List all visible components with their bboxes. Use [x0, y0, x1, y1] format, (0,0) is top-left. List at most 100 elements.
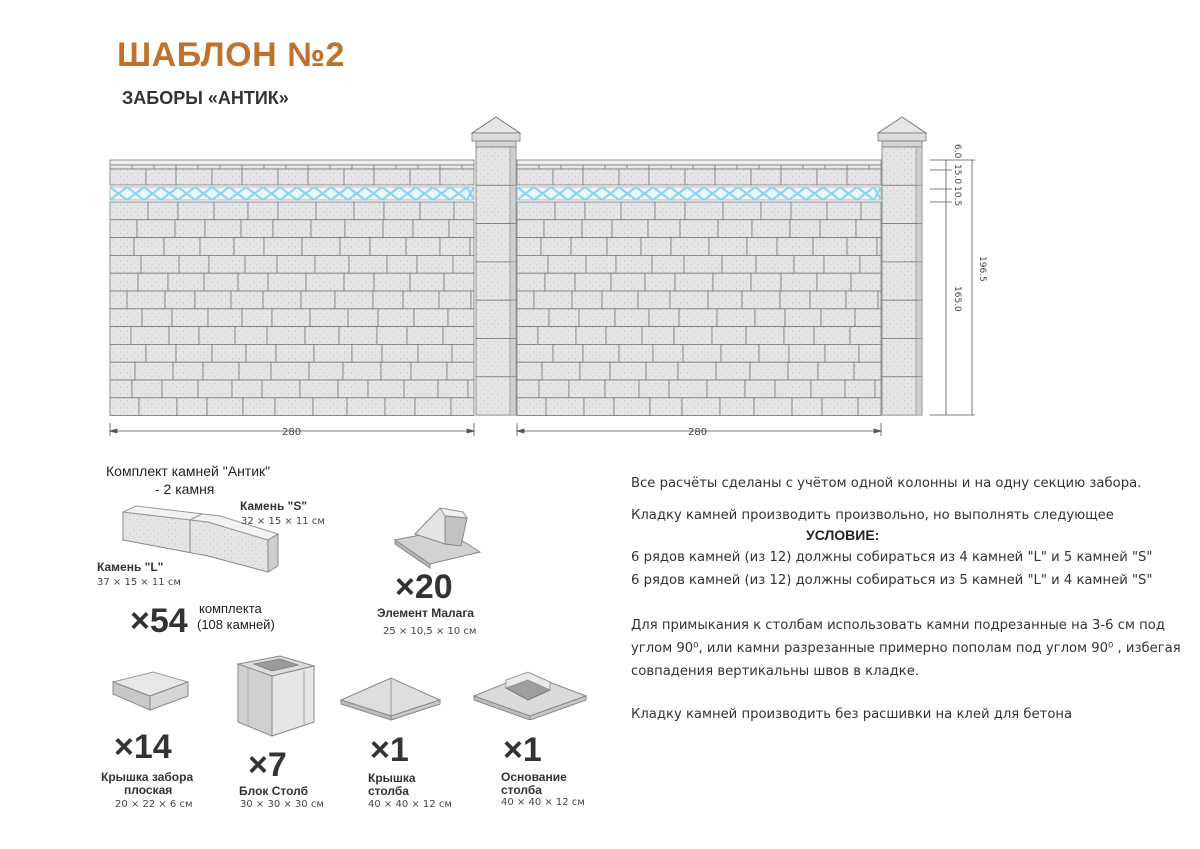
wall-stone [779, 290, 811, 310]
fence-cap-stone [846, 164, 870, 170]
wall-stone [652, 343, 684, 363]
wall-stone [845, 290, 879, 310]
wall-stone [681, 397, 721, 416]
post-block-side [509, 376, 517, 416]
malaga-element [873, 186, 882, 201]
wall-stone [516, 290, 535, 310]
malaga-element [737, 186, 756, 201]
wall-stone [816, 168, 848, 186]
wall-stone [855, 219, 882, 239]
fence-cap-stone [582, 164, 606, 170]
wall-stone [386, 254, 418, 274]
wall-stone [645, 361, 679, 381]
malaga-element [618, 186, 637, 201]
wall-stone [470, 290, 475, 310]
kit-subtitle: - 2 камня [155, 481, 215, 497]
malaga-element [601, 186, 620, 201]
wall-stone [583, 397, 615, 416]
wall-stone [784, 308, 822, 327]
malaga-element [109, 186, 128, 201]
wall-stone [826, 201, 862, 221]
post-block-side [915, 146, 923, 186]
wall-stone [606, 237, 642, 256]
wall-stone [304, 326, 340, 345]
wall-stone [516, 201, 556, 221]
wall-stone [383, 201, 421, 221]
wall-stone [145, 168, 177, 186]
post-cap-neck [881, 140, 923, 148]
fence-cap-stone [219, 164, 243, 170]
fence-cap-stone [670, 164, 694, 170]
final-note: Кладку камней производить без расшивки н… [631, 707, 1073, 722]
fence-cap-stone [780, 164, 804, 170]
wall-stone [211, 168, 243, 186]
wall-stone [877, 290, 882, 310]
wall-stone [648, 168, 686, 186]
post-block [475, 261, 517, 301]
wall-stone [674, 272, 714, 292]
wall-stone [853, 361, 882, 381]
wall-stone [198, 326, 236, 345]
wall-stone [384, 397, 416, 416]
wall-stone [754, 308, 786, 327]
wall-stone [707, 290, 743, 310]
post-base-size: 40 × 40 × 12 см [501, 797, 585, 808]
wall-stone [136, 219, 176, 239]
wall-stone [813, 326, 851, 345]
kit-title: Комплект камней "Антик" [106, 463, 271, 479]
malaga-element [703, 186, 722, 201]
dimension-total-label: 196.5 [977, 256, 987, 282]
wall-stone [452, 254, 475, 274]
wall-stone [307, 168, 345, 186]
post-block [881, 146, 923, 186]
wall-stone [575, 326, 607, 345]
wall-stone [516, 168, 554, 186]
wall-stone [439, 237, 471, 256]
malaga-element [720, 186, 739, 201]
malaga-element-illustration [393, 507, 482, 569]
wall-stone [874, 379, 882, 399]
wall-stone [824, 343, 860, 363]
malaga-element [466, 186, 475, 201]
wall-stone [405, 237, 441, 256]
wall-stone [820, 308, 856, 327]
wall-stone [242, 397, 276, 416]
wall-stone [640, 237, 672, 256]
wall-stone [403, 379, 439, 399]
wall-stone [301, 237, 341, 256]
wall-stone [706, 379, 746, 399]
adjoin-line-3: совпадения вертикальны швов в кладке. [631, 664, 920, 679]
wall-stone [199, 237, 235, 256]
wall-stone [683, 254, 723, 274]
malaga-element [143, 186, 162, 201]
wall-stone [109, 308, 143, 327]
wall-stone [343, 168, 375, 186]
post-block-side [915, 376, 923, 416]
fence-cap-row [109, 159, 475, 166]
fence-cap-stone [802, 164, 826, 170]
wall-stone [450, 397, 475, 416]
wall-stone [776, 237, 814, 256]
wall-stone [533, 290, 573, 310]
wall-stone [240, 219, 274, 239]
fence-drawing: 280 280 6.0 15.0 10.5 165.0 196.5 [108, 116, 987, 438]
wall-stone [817, 361, 855, 381]
malaga-element [415, 186, 434, 201]
wall-stone [552, 168, 584, 186]
wall-stone [109, 361, 136, 381]
wall-stone [437, 379, 469, 399]
wall-stone [277, 168, 309, 186]
post-cap-base [877, 132, 927, 142]
wall-stone [844, 379, 876, 399]
wall-stone [614, 308, 650, 327]
wall-stone [211, 343, 247, 363]
wall-stone [516, 308, 550, 327]
wall-stone [244, 254, 278, 274]
wall-stone [850, 272, 882, 292]
malaga-element [449, 186, 468, 201]
wall-stone [270, 361, 310, 381]
fence-cap-stone [153, 164, 177, 170]
fence-cap-stone [307, 164, 331, 170]
wall-stone [537, 326, 577, 345]
fence-cap-row [516, 159, 882, 166]
